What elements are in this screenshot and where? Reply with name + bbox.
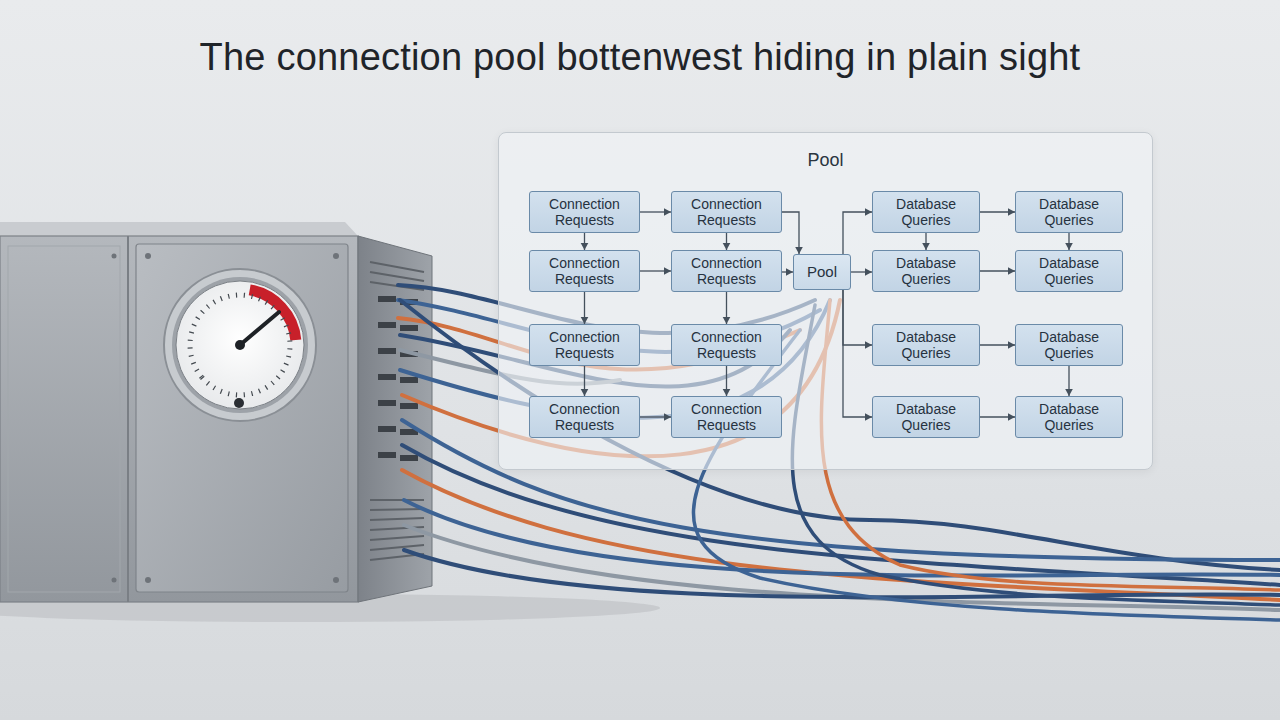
connector-arrow — [723, 292, 731, 324]
connector-arrow — [581, 292, 589, 324]
connector-arrow — [640, 267, 671, 275]
arrowhead — [1008, 413, 1015, 421]
database-query-box: Database Queries — [872, 250, 980, 292]
database-query-box: Database Queries — [1015, 396, 1123, 438]
connector-line — [843, 290, 872, 345]
arrowhead — [865, 208, 872, 216]
connector-arrow — [843, 290, 872, 421]
arrowhead — [786, 268, 793, 276]
box-label: Database Queries — [878, 329, 974, 361]
arrowhead — [865, 268, 872, 276]
arrowhead — [723, 389, 731, 396]
box-label: Connection Requests — [535, 196, 634, 228]
connection-request-box: Connection Requests — [671, 324, 782, 366]
connection-request-box: Connection Requests — [529, 250, 640, 292]
pool-panel: PoolConnection RequestsConnection Reques… — [498, 132, 1153, 470]
database-query-box: Database Queries — [1015, 191, 1123, 233]
connector-arrow — [1065, 233, 1073, 250]
title: The connection pool bottenwest hiding in… — [0, 36, 1280, 79]
box-label: Connection Requests — [535, 255, 634, 287]
database-query-box: Database Queries — [1015, 324, 1123, 366]
connector-arrow — [581, 366, 589, 396]
connector-arrow — [640, 208, 671, 216]
connector-arrow — [843, 290, 872, 349]
connector-arrow — [723, 366, 731, 396]
connection-request-box: Connection Requests — [529, 191, 640, 233]
arrowhead — [723, 243, 731, 250]
database-query-box: Database Queries — [872, 191, 980, 233]
arrowhead — [865, 341, 872, 349]
connector-arrow — [581, 233, 589, 250]
connector-arrow — [980, 413, 1015, 421]
connector-arrow — [1065, 366, 1073, 396]
box-label: Connection Requests — [535, 329, 634, 361]
connector-arrow — [980, 267, 1015, 275]
arrowhead — [581, 317, 589, 324]
connector-arrow — [851, 268, 872, 276]
arrowhead — [1008, 208, 1015, 216]
database-query-box: Database Queries — [1015, 250, 1123, 292]
pressure-gauge — [164, 269, 316, 421]
arrowhead — [664, 413, 671, 421]
connector-arrow — [843, 208, 872, 254]
arrowhead — [1065, 243, 1073, 250]
box-label: Database Queries — [1021, 196, 1117, 228]
connector-arrow — [640, 413, 671, 421]
box-label: Connection Requests — [677, 196, 776, 228]
box-label: Connection Requests — [535, 401, 634, 433]
connector-arrow — [782, 268, 793, 276]
box-label: Database Queries — [878, 196, 974, 228]
connector-arrow — [980, 208, 1015, 216]
arrowhead — [922, 243, 930, 250]
connector-arrow — [922, 233, 930, 250]
arrowhead — [581, 243, 589, 250]
arrowhead — [664, 267, 671, 275]
connector-arrow — [723, 233, 731, 250]
connector-line — [843, 290, 872, 417]
arrowhead — [1008, 267, 1015, 275]
box-label: Database Queries — [1021, 401, 1117, 433]
connection-request-box: Connection Requests — [671, 396, 782, 438]
arrowhead — [795, 247, 803, 254]
connector-arrow — [782, 212, 803, 254]
connection-request-box: Connection Requests — [671, 250, 782, 292]
arrowhead — [581, 389, 589, 396]
connector-line — [843, 212, 872, 254]
database-query-box: Database Queries — [872, 324, 980, 366]
arrowhead — [664, 208, 671, 216]
box-label: Pool — [807, 264, 837, 280]
box-label: Database Queries — [878, 401, 974, 433]
box-label: Database Queries — [878, 255, 974, 287]
database-query-box: Database Queries — [872, 396, 980, 438]
connection-request-box: Connection Requests — [671, 191, 782, 233]
box-label: Database Queries — [1021, 329, 1117, 361]
connection-request-box: Connection Requests — [529, 324, 640, 366]
arrowhead — [1008, 341, 1015, 349]
box-label: Connection Requests — [677, 255, 776, 287]
panel-heading: Pool — [499, 150, 1152, 171]
arrowhead — [1065, 389, 1073, 396]
pool-box: Pool — [793, 254, 851, 290]
arrowhead — [723, 317, 731, 324]
server-cabinet — [0, 222, 432, 602]
connection-request-box: Connection Requests — [529, 396, 640, 438]
box-label: Database Queries — [1021, 255, 1117, 287]
connector-arrow — [980, 341, 1015, 349]
box-label: Connection Requests — [677, 329, 776, 361]
box-label: Connection Requests — [677, 401, 776, 433]
arrowhead — [865, 413, 872, 421]
